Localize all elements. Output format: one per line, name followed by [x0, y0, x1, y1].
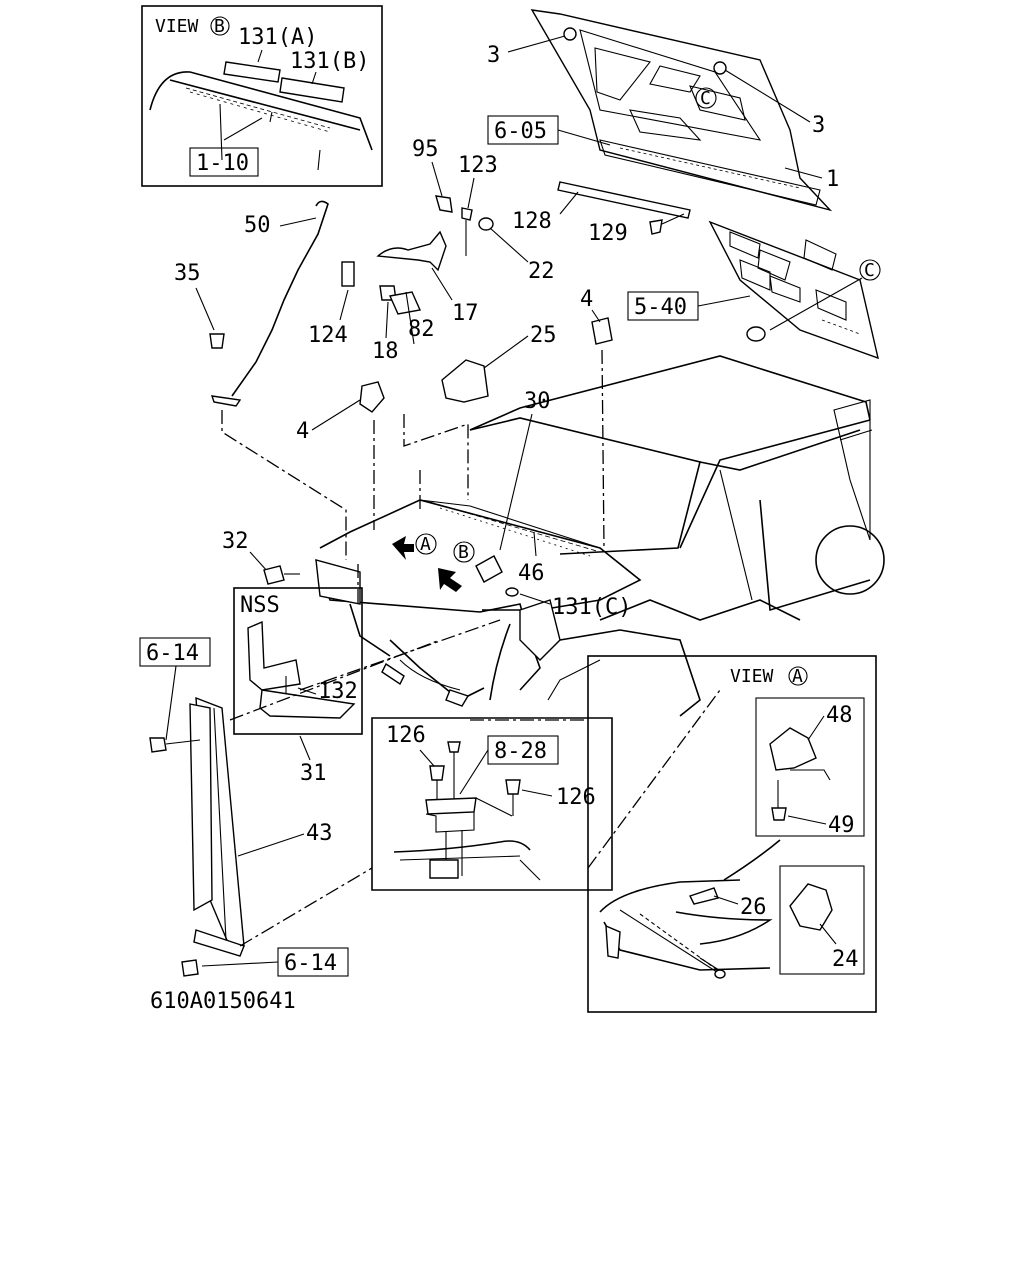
callout-95: 95 — [412, 137, 439, 162]
callout-1: 1 — [826, 167, 839, 192]
bolt-label-126a: 126 — [386, 723, 426, 748]
label-131a: 131(A) — [238, 25, 317, 50]
callout-82: 82 — [408, 317, 435, 342]
hood-latch — [441, 359, 489, 403]
ref-1-10: 1-10 — [196, 151, 249, 176]
callout-22: 22 — [528, 259, 555, 284]
view-a-label-48: 48 — [826, 703, 853, 728]
vehicle-body — [315, 355, 885, 717]
release-cable — [376, 230, 447, 272]
view-b-circle: B — [214, 16, 225, 37]
bolt-detail-inset: 126 8-28 126 — [371, 717, 613, 891]
weatherstrip-part — [557, 181, 691, 219]
nss-title: NSS — [240, 593, 280, 618]
callout-50: 50 — [244, 213, 271, 238]
view-a-label-24: 24 — [832, 947, 859, 972]
callout-128: 128 — [512, 209, 552, 234]
view-a-circle: A — [792, 666, 803, 687]
callout-131c: 131(C) — [552, 595, 631, 620]
hood-panel: C — [530, 9, 833, 212]
callout-3a: 3 — [487, 43, 500, 68]
ref-8-28: 8-28 — [494, 739, 547, 764]
prop-rod — [231, 200, 329, 397]
callout-4b: 4 — [580, 287, 593, 312]
callout-123: 123 — [458, 153, 498, 178]
view-a-inset: VIEW A 48 49 24 26 — [587, 655, 877, 1013]
callout-124: 124 — [308, 323, 348, 348]
diagram-code: 610A0150641 — [150, 989, 296, 1014]
view-a-title: VIEW — [730, 666, 774, 687]
nss-label-31: 31 — [300, 761, 327, 786]
callout-3b: 3 — [812, 113, 825, 138]
ref-6-05: 6-05 — [494, 119, 547, 144]
insulator-panel — [708, 220, 879, 360]
callout-43: 43 — [306, 821, 333, 846]
callout-35: 35 — [174, 261, 201, 286]
view-a-label-49: 49 — [828, 813, 855, 838]
support-bracket — [189, 696, 245, 957]
view-b-inset: VIEW B 131(A) 131(B) 1-10 — [141, 5, 383, 187]
view-b-title: VIEW — [155, 16, 199, 37]
bolt-label-126b: 126 — [556, 785, 596, 810]
label-131b: 131(B) — [290, 49, 369, 74]
view-a-label-26: 26 — [740, 895, 767, 920]
marker-a-bay: A — [420, 534, 431, 555]
callout-25: 25 — [530, 323, 557, 348]
nss-inset: NSS 132 — [233, 587, 363, 735]
ref-5-40: 5-40 — [634, 295, 687, 320]
nss-label-132: 132 — [318, 679, 358, 704]
ref-6-14-bottom: 6-14 — [284, 951, 337, 976]
marker-c-hood: C — [700, 88, 711, 109]
callout-4a: 4 — [296, 419, 309, 444]
callout-46: 46 — [518, 561, 545, 586]
callout-17: 17 — [452, 301, 479, 326]
marker-c-insulator: C — [864, 260, 875, 281]
ref-6-14-top: 6-14 — [146, 641, 199, 666]
marker-b-bay: B — [458, 542, 469, 563]
callout-129: 129 — [588, 221, 628, 246]
callout-32: 32 — [222, 529, 249, 554]
callout-18: 18 — [372, 339, 399, 364]
